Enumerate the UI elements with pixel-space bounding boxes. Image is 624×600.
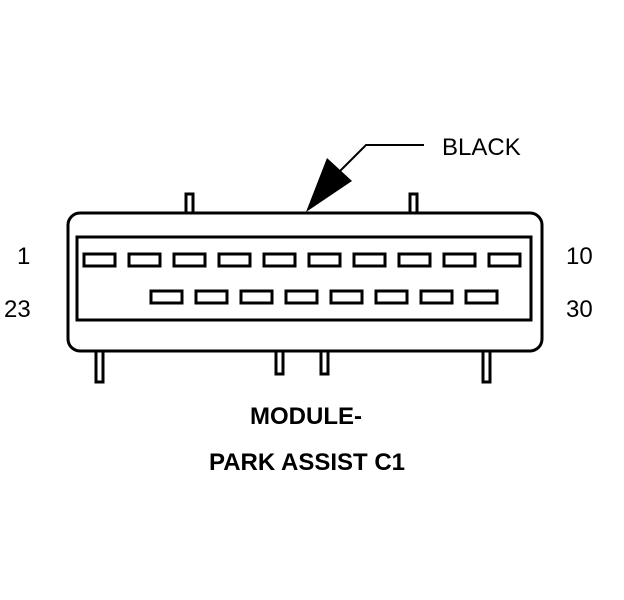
cavity-slot — [82, 252, 117, 268]
callout-leader-line — [339, 144, 424, 172]
cavity-slot — [217, 252, 252, 268]
cavity-slot — [397, 252, 432, 268]
top-post-right — [408, 192, 419, 216]
cavity-slot — [419, 289, 454, 305]
cavity-slot — [374, 289, 409, 305]
pin-number-row2-last: 30 — [566, 296, 593, 323]
cavity-slot — [149, 289, 184, 305]
cavity-slot — [284, 289, 319, 305]
cavity-slot — [464, 289, 499, 305]
bottom-pin — [319, 348, 330, 376]
cavity-slot — [352, 252, 387, 268]
pin-number-row1-first: 1 — [17, 243, 31, 270]
top-post-left — [184, 192, 195, 216]
color-callout-label: BLACK — [442, 134, 521, 161]
bottom-pin — [274, 348, 285, 376]
connector-title-line1: MODULE- — [250, 403, 362, 430]
cavity-slot — [127, 252, 162, 268]
connector-title-line2: PARK ASSIST C1 — [208, 449, 406, 476]
cavity-slot — [172, 252, 207, 268]
callout-arrowhead — [306, 158, 352, 212]
cavity-slot — [194, 289, 229, 305]
cavity-slot — [239, 289, 274, 305]
cavity-row-2 — [149, 289, 499, 305]
cavity-slot — [262, 252, 297, 268]
cavity-slot — [329, 289, 364, 305]
cavity-row-1 — [82, 252, 522, 268]
bottom-pin — [481, 348, 492, 384]
cavity-slot — [487, 252, 522, 268]
cavity-slot — [442, 252, 477, 268]
cavity-block — [75, 235, 533, 322]
pin-number-row1-last: 10 — [566, 243, 593, 270]
bottom-pin — [94, 348, 105, 384]
pin-number-row2-first: 23 — [4, 296, 31, 323]
cavity-slot — [307, 252, 342, 268]
